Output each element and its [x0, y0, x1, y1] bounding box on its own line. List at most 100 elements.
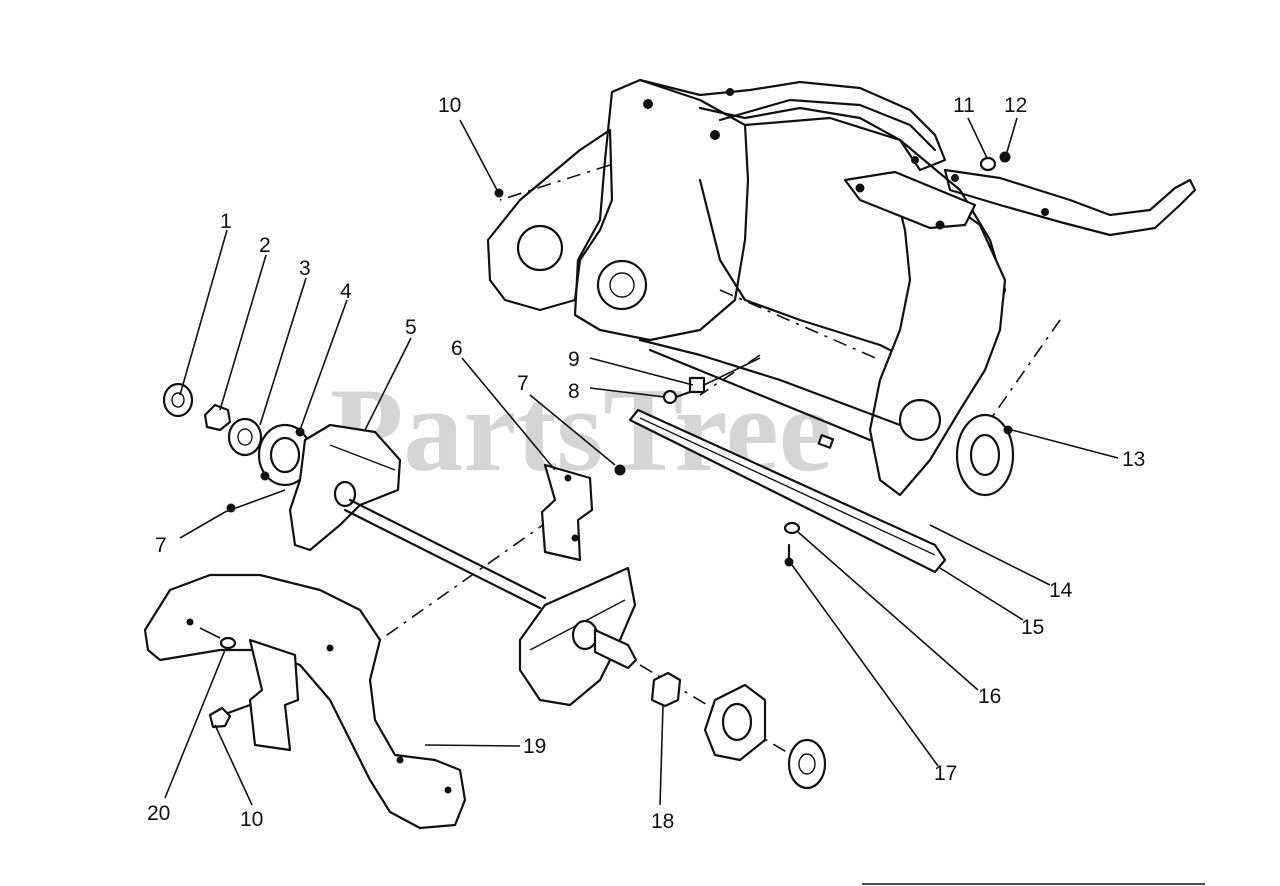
right-flange-plate — [955, 413, 1015, 497]
washer-11 — [979, 156, 997, 172]
callout-2: 2 — [259, 234, 271, 257]
handle-bar — [943, 168, 1197, 237]
fastener-8-9 — [662, 357, 761, 405]
auger-stub-shaft — [593, 628, 638, 670]
housing-left-bearing-hole — [516, 224, 564, 272]
assembly-line-right — [989, 319, 1061, 421]
bearing-3 — [227, 417, 263, 457]
bracket-bolt-a — [855, 183, 865, 193]
housing-bottom-lip — [638, 338, 902, 427]
leader-20 — [164, 649, 226, 799]
bolt-10-shank — [226, 703, 252, 715]
callout-4: 4 — [340, 280, 352, 303]
callout-17: 17 — [934, 762, 957, 785]
housing-left-side-plate — [573, 78, 750, 342]
handle-hole-b — [1041, 208, 1049, 216]
bearing-right-bore — [798, 753, 816, 775]
right-flange-plate-lower — [703, 683, 767, 762]
bearing-right — [787, 738, 827, 790]
callout-7-left: 7 — [155, 534, 167, 557]
callout-10-bottom: 10 — [240, 808, 263, 831]
auger-plate-5-fold — [329, 444, 396, 471]
housing-right-side-plate — [868, 188, 1007, 497]
nut-2 — [203, 403, 232, 432]
bearing-3-bore — [237, 428, 253, 446]
bolt-20-leader — [199, 627, 221, 639]
bolt-17-head — [784, 557, 794, 567]
leader-9 — [589, 357, 694, 386]
housing-left-axle-hole — [596, 259, 648, 311]
leader-10a — [459, 119, 498, 191]
flange-4-bolt-b — [260, 471, 270, 481]
assembly-line-left — [499, 164, 611, 201]
housing-bolt-3 — [726, 88, 734, 96]
leader-1 — [179, 229, 228, 396]
washer-1-hole — [171, 392, 185, 408]
locknut-7-right — [614, 464, 626, 476]
assembly-line-center — [719, 289, 881, 361]
housing-left-flange — [486, 128, 614, 312]
shield-hole-c — [396, 756, 404, 764]
callout-12: 12 — [1004, 94, 1027, 117]
auger-left-assembly — [162, 382, 402, 552]
callout-leaders — [164, 117, 1119, 806]
auger-shaft-top — [348, 498, 547, 600]
callout-11: 11 — [953, 94, 975, 117]
leader-6 — [461, 357, 556, 471]
bushing-18 — [650, 671, 682, 708]
nut-12 — [999, 151, 1011, 163]
housing-top-rim — [638, 78, 947, 172]
shield-hole-a — [186, 618, 194, 626]
housing-bolt-2 — [710, 130, 720, 140]
leader-2 — [219, 254, 267, 411]
leader-16 — [797, 531, 979, 691]
top-fasteners — [494, 151, 1011, 198]
callout-1: 1 — [220, 210, 232, 233]
bolt-10-head — [208, 706, 232, 729]
callout-8: 8 — [568, 380, 580, 403]
housing-top-rim-inner — [718, 98, 937, 152]
chute-mount-bracket — [843, 170, 977, 230]
fastener-16-17 — [783, 521, 801, 567]
scraper-bar-edge — [639, 417, 936, 556]
auger-right-assembly — [518, 566, 801, 761]
bolt-leader-line — [703, 357, 761, 386]
callout-13: 13 — [1122, 448, 1145, 471]
bracket-6-hole-b — [571, 534, 579, 542]
callout-5: 5 — [405, 316, 417, 339]
carriage-bolt-shank — [674, 390, 692, 399]
bracket-bolt-b — [935, 220, 945, 230]
watermark: PartsTree TM — [330, 363, 961, 496]
bracket-6-plate — [540, 463, 594, 562]
shield-hole-b — [326, 644, 334, 652]
auger-hub-right — [571, 619, 599, 651]
callout-3: 3 — [299, 257, 311, 280]
bracket-6 — [540, 463, 626, 562]
leader-15 — [939, 567, 1024, 621]
leader-14 — [929, 524, 1051, 586]
auger-housing — [486, 78, 1197, 497]
right-bearing-flange — [955, 413, 1015, 497]
leader-19 — [424, 744, 521, 747]
right-stack — [650, 671, 827, 790]
right-flange-bolt — [1003, 425, 1013, 435]
callout-19: 19 — [523, 735, 546, 758]
housing-scoop-back — [698, 178, 912, 362]
side-shield-19 — [143, 573, 467, 830]
leader-7b — [529, 394, 616, 466]
bracket-6-hole-a — [564, 474, 572, 482]
leader-10b — [214, 724, 253, 806]
carriage-bolt-head — [662, 389, 678, 405]
callout-9: 9 — [568, 348, 580, 371]
callout-14: 14 — [1049, 579, 1073, 602]
auger-shaft — [343, 498, 551, 641]
housing-bolt-1 — [643, 99, 653, 109]
handle-hole-a — [951, 174, 959, 182]
washer-16 — [783, 521, 801, 535]
leader-7a — [179, 489, 286, 539]
callout-15: 15 — [1021, 616, 1044, 639]
leader-13 — [1011, 429, 1119, 459]
carriage-bolt-20 — [219, 636, 237, 650]
assembly-line-skid — [699, 354, 761, 396]
callout-labels: 1 2 3 4 5 6 7 7 8 9 10 10 11 12 13 14 15… — [147, 94, 1145, 833]
